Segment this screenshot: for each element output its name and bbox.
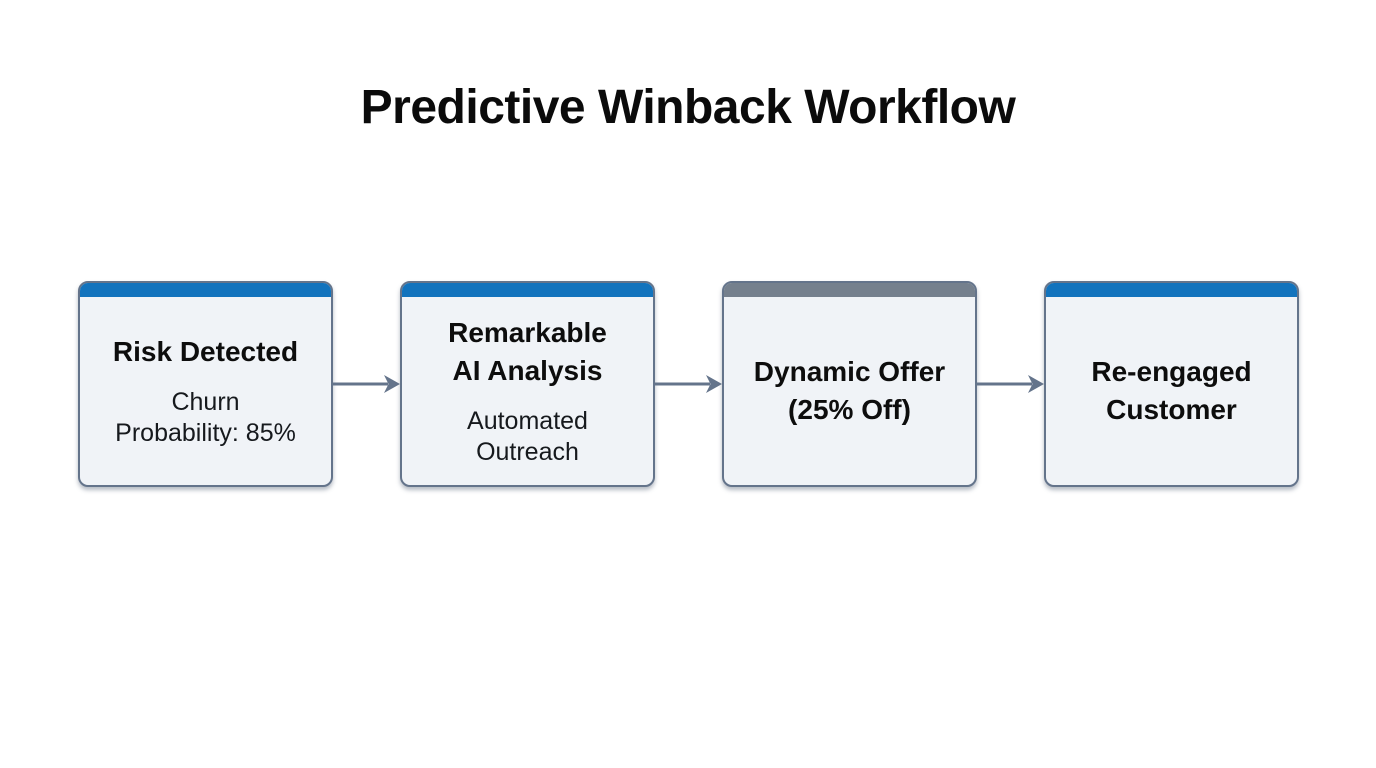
node-subtitle: Automated Outreach bbox=[467, 406, 588, 466]
node-title: Dynamic Offer (25% Off) bbox=[753, 356, 946, 425]
node-dynamic-offer: Dynamic Offer (25% Off) bbox=[722, 281, 977, 487]
arrow-icon bbox=[333, 375, 400, 393]
node-title: Risk Detected bbox=[112, 335, 299, 367]
page-title: Predictive Winback Workflow bbox=[360, 81, 1016, 134]
arrow-icon bbox=[655, 375, 722, 393]
node-re-engaged-customer: Re-engaged Customer bbox=[1044, 281, 1299, 487]
node-body: Re-engaged Customer bbox=[1046, 297, 1297, 485]
node-title: Remarkable AI Analysis bbox=[448, 316, 607, 386]
node-header-bar bbox=[80, 283, 331, 297]
arrow-icon bbox=[977, 375, 1044, 393]
node-body: Dynamic Offer (25% Off) bbox=[724, 297, 975, 485]
node-header-bar bbox=[724, 283, 975, 297]
node-ai-analysis: Remarkable AI Analysis Automated Outreac… bbox=[400, 281, 655, 487]
node-title: Re-engaged Customer bbox=[1091, 356, 1252, 425]
node-body: Risk Detected Churn Probability: 85% bbox=[80, 297, 331, 485]
node-risk-detected: Risk Detected Churn Probability: 85% bbox=[78, 281, 333, 487]
workflow-row: Risk Detected Churn Probability: 85% Rem… bbox=[78, 281, 1299, 487]
node-header-bar bbox=[1046, 283, 1297, 297]
node-header-bar bbox=[402, 283, 653, 297]
node-subtitle: Churn Probability: 85% bbox=[115, 387, 296, 447]
node-body: Remarkable AI Analysis Automated Outreac… bbox=[402, 297, 653, 485]
